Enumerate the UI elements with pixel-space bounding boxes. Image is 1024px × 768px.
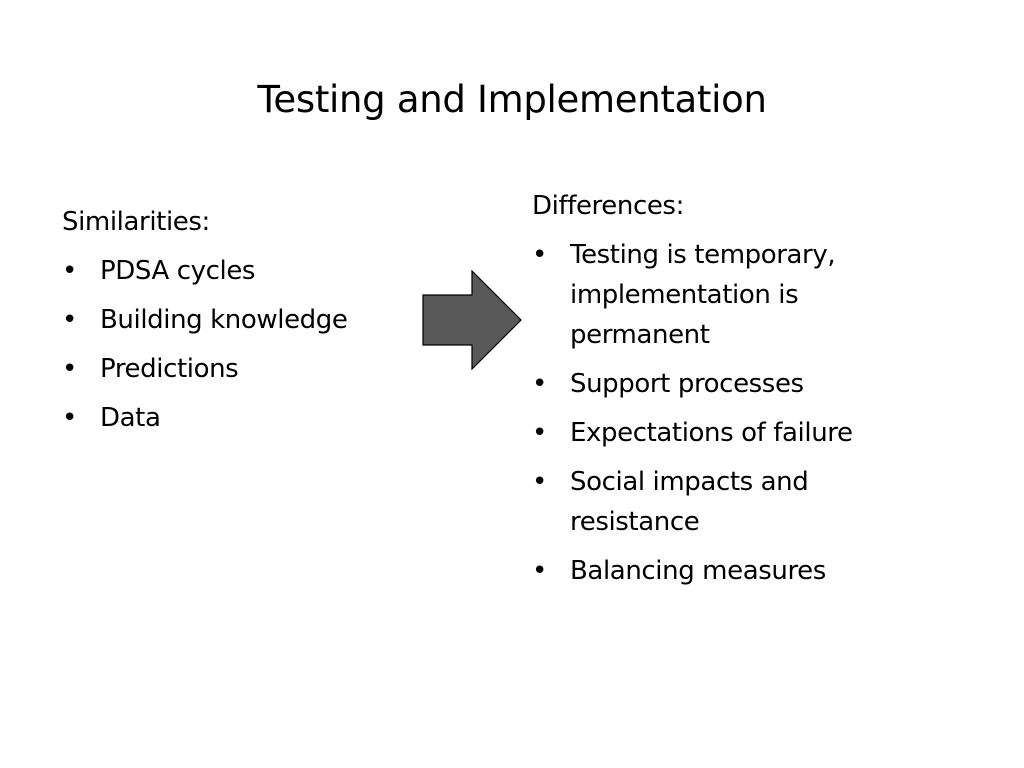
slide-title: Testing and Implementation — [257, 78, 767, 121]
list-item-text: Data — [100, 403, 161, 433]
list-item: • Social impacts and resistance — [532, 462, 952, 542]
right-arrow-shape — [422, 270, 522, 370]
differences-heading: Differences: — [532, 191, 684, 221]
list-item-text: Predictions — [100, 354, 239, 384]
differences-column: Differences: • Testing is temporary, imp… — [532, 186, 952, 600]
list-item-text: Building knowledge — [100, 305, 348, 335]
list-item-text: Testing is temporary, implementation is … — [570, 240, 836, 350]
list-item: • Expectations of failure — [532, 413, 952, 453]
list-item-text: PDSA cycles — [100, 256, 256, 286]
similarities-heading: Similarities: — [62, 207, 210, 237]
bullet: • — [62, 305, 77, 335]
list-item: • Predictions — [62, 349, 422, 389]
list-item-text: Balancing measures — [570, 556, 826, 586]
bullet: • — [532, 369, 547, 399]
bullet: • — [532, 467, 547, 497]
list-item: • Data — [62, 398, 422, 438]
bullet: • — [62, 354, 77, 384]
similarities-list: • PDSA cycles • Building knowledge • Pre… — [62, 251, 422, 438]
list-item: • PDSA cycles — [62, 251, 422, 291]
similarities-column: Similarities: • PDSA cycles • Building k… — [62, 202, 422, 447]
list-item: • Testing is temporary, implementation i… — [532, 235, 952, 355]
bullet: • — [532, 240, 547, 270]
right-arrow-icon — [422, 270, 522, 370]
list-item-text: Social impacts and resistance — [570, 467, 809, 537]
list-item: • Building knowledge — [62, 300, 422, 340]
bullet: • — [62, 256, 77, 286]
bullet: • — [532, 556, 547, 586]
list-item-text: Support processes — [570, 369, 804, 399]
differences-list: • Testing is temporary, implementation i… — [532, 235, 952, 591]
list-item: • Balancing measures — [532, 551, 952, 591]
list-item-text: Expectations of failure — [570, 418, 853, 448]
bullet: • — [532, 418, 547, 448]
list-item: • Support processes — [532, 364, 952, 404]
bullet: • — [62, 403, 77, 433]
